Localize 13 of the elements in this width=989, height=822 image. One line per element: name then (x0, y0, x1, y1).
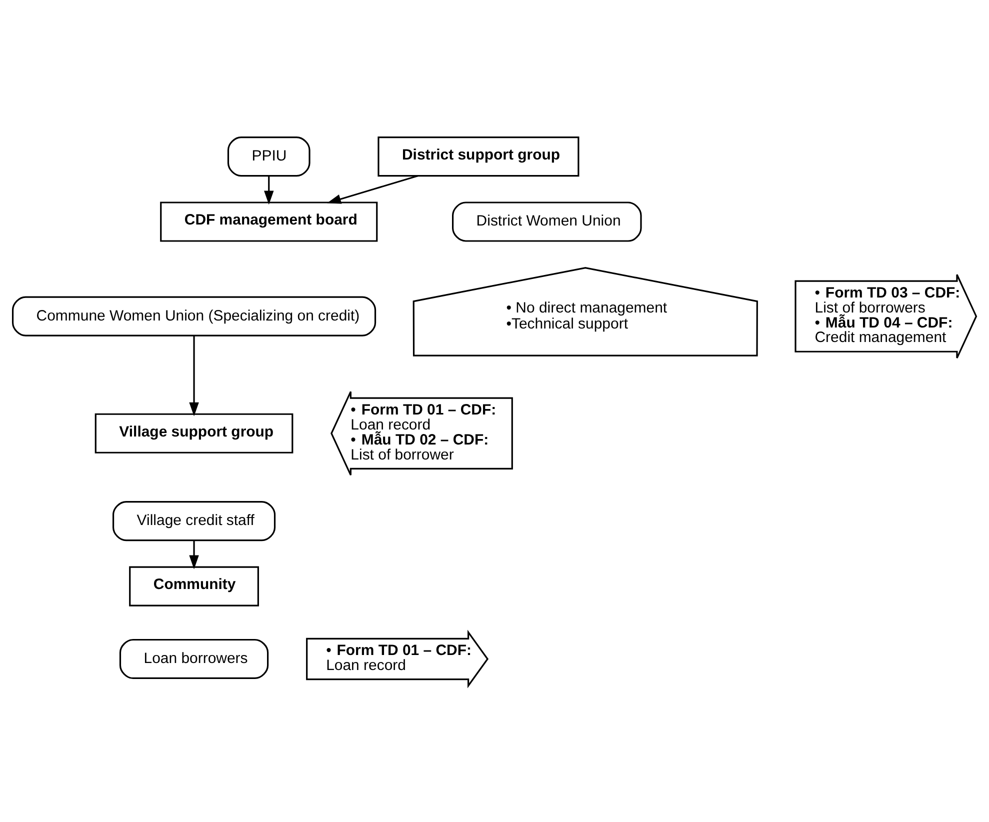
node-box: Village support group (94, 412, 294, 453)
node-box: PPIU (227, 136, 310, 176)
arrow (189, 540, 199, 569)
arrow (189, 335, 199, 416)
node-box: CDF management board (160, 201, 378, 242)
node-box: Commune Women Union (Specializing on credit) (12, 296, 376, 336)
node-box: District support group (378, 136, 580, 176)
arrow (264, 175, 274, 204)
node-box: Community (129, 566, 259, 606)
node-box: Village credit staff (112, 500, 276, 541)
node-box: Loan borrowers (119, 638, 269, 679)
arrow (327, 174, 418, 204)
node-box: District Women Union (452, 201, 642, 242)
